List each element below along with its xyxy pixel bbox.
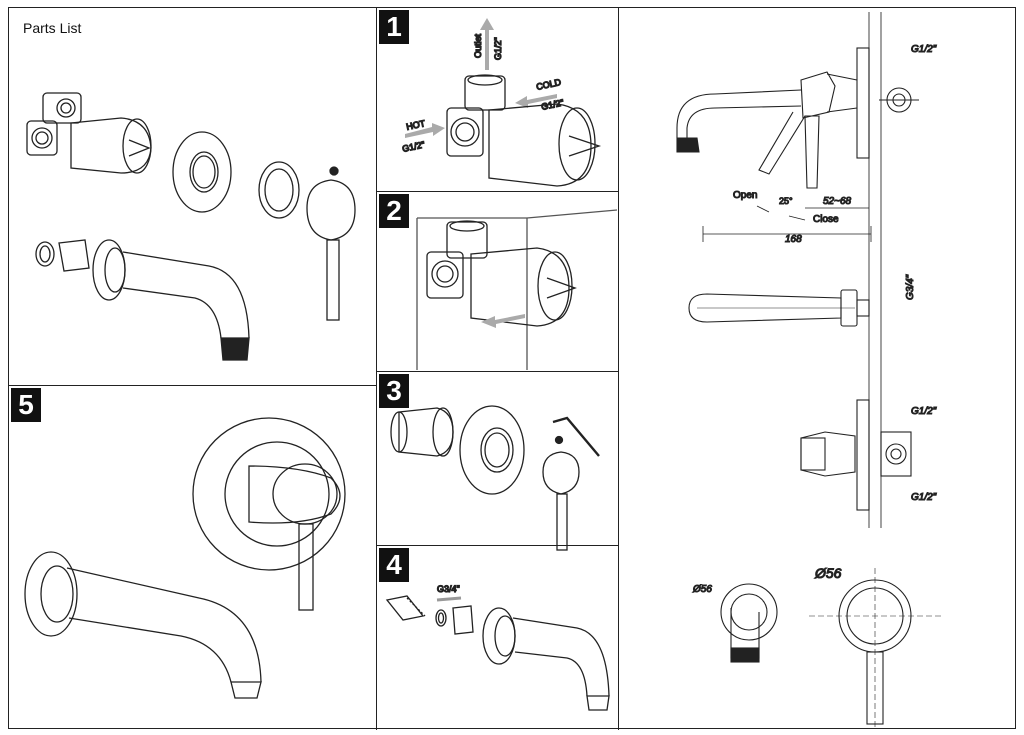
- section-view: [800, 399, 912, 511]
- ring-part: [258, 161, 300, 219]
- escutcheon-step3: [459, 405, 525, 495]
- step5-panel: 5: [9, 386, 377, 730]
- outlet-arrow: [480, 18, 494, 70]
- push-arrow: [481, 314, 525, 328]
- open-label: Open: [733, 190, 757, 201]
- step3-drawing: [390, 405, 600, 551]
- top-view: [688, 289, 870, 327]
- step5-number: 5: [11, 388, 41, 422]
- step2-drawing: [416, 209, 618, 370]
- sheet-frame: Parts List: [8, 7, 1017, 730]
- threaded-pipe-step4: [385, 595, 474, 635]
- handle-step3: [542, 435, 580, 551]
- length-label: 168: [785, 234, 802, 245]
- side-thread-label: G1/2": [911, 44, 937, 55]
- large-diameter-label: Ø56: [814, 565, 842, 581]
- small-diameter-label: Ø56: [692, 584, 712, 595]
- step2-number: 2: [379, 194, 409, 228]
- depth-range-label: 52~68: [823, 196, 852, 207]
- step1-drawing: Outlet G1/2" COLD G1/2" HOT G1/2": [401, 18, 602, 187]
- side-view: [676, 47, 919, 189]
- parts-list-panel: Parts List: [9, 8, 377, 386]
- outlet-thread-label: G1/2": [493, 37, 503, 60]
- section-thread-label-bottom: G1/2": [911, 492, 937, 503]
- step3-panel: 3: [377, 372, 619, 551]
- step3-number: 3: [379, 374, 409, 408]
- cold-arrow: [515, 94, 557, 108]
- dimension-drawings-panel: G1/2" Open 25° 52~68 Close 168 G3/4": [619, 8, 1017, 730]
- valve-body-step1: [446, 74, 602, 187]
- step1-number: 1: [379, 10, 409, 44]
- spout-part: [35, 239, 250, 361]
- front-small-view: [720, 583, 778, 663]
- valve-body-step2: [426, 220, 577, 327]
- spout-step4: [482, 607, 610, 711]
- escutcheon-part: [172, 131, 232, 213]
- front-large-view: [809, 568, 943, 728]
- valve-body-part: [26, 92, 152, 174]
- step4-panel: 4 G3/4": [377, 546, 619, 730]
- parts-list-drawing: [26, 92, 356, 361]
- section-thread-label-top: G1/2": [911, 406, 937, 417]
- wall-section: [868, 12, 882, 528]
- top-thread-label: G3/4": [905, 274, 916, 300]
- hot-label: HOT: [405, 118, 426, 132]
- hot-arrow: [405, 123, 445, 138]
- step2-panel: 2: [377, 192, 619, 372]
- g34-label: G3/4": [437, 584, 460, 594]
- outlet-label: Outlet: [473, 33, 483, 58]
- close-label: Close: [813, 214, 839, 225]
- step5-drawing: [24, 417, 346, 699]
- valve-cartridge-step3: [390, 407, 454, 457]
- angle-label: 25°: [779, 196, 793, 206]
- hot-thread-label: G1/2": [401, 139, 425, 154]
- handle-part: [306, 166, 356, 321]
- parts-list-title: Parts List: [23, 20, 82, 36]
- dimension-drawings: G1/2" Open 25° 52~68 Close 168 G3/4": [676, 12, 943, 728]
- step1-panel: 1 Outlet G1/2" COLD G1/2" HOT G1/2": [377, 8, 619, 192]
- cold-label: COLD: [535, 77, 562, 92]
- side-dimensions: [702, 205, 872, 242]
- step4-number: 4: [379, 548, 409, 582]
- step4-drawing: G3/4": [385, 583, 610, 711]
- hex-key-icon: [552, 416, 600, 457]
